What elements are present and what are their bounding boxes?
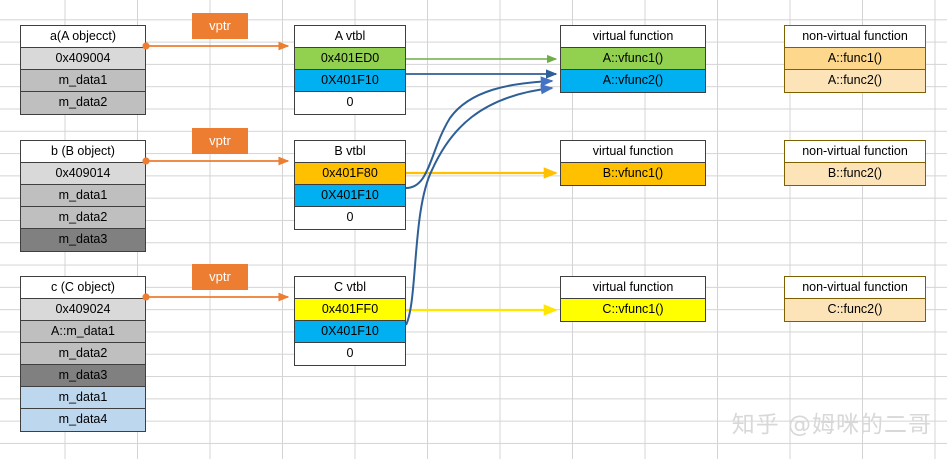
- a-vtbl-slot-0: 0x401ED0: [295, 48, 405, 70]
- non-virtual-function-box-a: non-virtual function A::func1() A::func2…: [784, 25, 926, 93]
- vtable-box-a: A vtbl 0x401ED0 0X401F10 0: [294, 25, 406, 115]
- a-func1-entry: A::func1(): [785, 48, 925, 70]
- a-vtbl-slot-1: 0X401F10: [295, 70, 405, 92]
- a-non-virtual-function-title: non-virtual function: [785, 26, 925, 48]
- c-virtual-function-title: virtual function: [561, 277, 705, 299]
- object-box-c: c (C object) 0x409024 A::m_data1 m_data2…: [20, 276, 146, 432]
- object-b-row-vptr-address: 0x409014: [21, 163, 145, 185]
- object-b-row-m-data3: m_data3: [21, 229, 145, 251]
- vtable-box-b: B vtbl 0x401F80 0X401F10 0: [294, 140, 406, 230]
- object-c-row-m-data4: m_data4: [21, 409, 145, 431]
- a-vtbl-title: A vtbl: [295, 26, 405, 48]
- b-vtbl-slot-1: 0X401F10: [295, 185, 405, 207]
- virtual-function-box-c: virtual function C::vfunc1(): [560, 276, 706, 322]
- vptr-tag-a: vptr: [192, 13, 248, 39]
- object-box-b: b (B object) 0x409014 m_data1 m_data2 m_…: [20, 140, 146, 252]
- b-vfunc1-entry: B::vfunc1(): [561, 163, 705, 185]
- object-c-row-m-data2: m_data2: [21, 343, 145, 365]
- object-a-row-vptr-address: 0x409004: [21, 48, 145, 70]
- virtual-function-box-a: virtual function A::vfunc1() A::vfunc2(): [560, 25, 706, 93]
- b-vtbl-slot-0: 0x401F80: [295, 163, 405, 185]
- object-box-a: a(A objecct) 0x409004 m_data1 m_data2: [20, 25, 146, 115]
- c-non-virtual-function-title: non-virtual function: [785, 277, 925, 299]
- c-vtbl-slot-1: 0X401F10: [295, 321, 405, 343]
- object-c-row-m-data3: m_data3: [21, 365, 145, 387]
- c-vfunc1-entry: C::vfunc1(): [561, 299, 705, 321]
- object-c-title: c (C object): [21, 277, 145, 299]
- b-virtual-function-title: virtual function: [561, 141, 705, 163]
- non-virtual-function-box-c: non-virtual function C::func2(): [784, 276, 926, 322]
- a-vfunc1-entry: A::vfunc1(): [561, 48, 705, 70]
- a-vtbl-slot-2-null: 0: [295, 92, 405, 114]
- a-virtual-function-title: virtual function: [561, 26, 705, 48]
- object-b-row-m-data2: m_data2: [21, 207, 145, 229]
- c-vtbl-slot-2-null: 0: [295, 343, 405, 365]
- b-func2-entry: B::func2(): [785, 163, 925, 185]
- b-vtbl-slot-2-null: 0: [295, 207, 405, 229]
- object-a-row-m-data2: m_data2: [21, 92, 145, 114]
- c-func2-entry: C::func2(): [785, 299, 925, 321]
- a-func2-entry: A::func2(): [785, 70, 925, 92]
- object-c-row-m-data1-derived: m_data1: [21, 387, 145, 409]
- object-a-title: a(A objecct): [21, 26, 145, 48]
- object-b-title: b (B object): [21, 141, 145, 163]
- vptr-tag-c: vptr: [192, 264, 248, 290]
- object-c-row-a-m-data1: A::m_data1: [21, 321, 145, 343]
- non-virtual-function-box-b: non-virtual function B::func2(): [784, 140, 926, 186]
- object-b-row-m-data1: m_data1: [21, 185, 145, 207]
- vptr-tag-b: vptr: [192, 128, 248, 154]
- a-vfunc2-entry: A::vfunc2(): [561, 70, 705, 92]
- c-vtbl-slot-0: 0x401FF0: [295, 299, 405, 321]
- watermark-text: 知乎 @姆咪的二哥: [731, 412, 932, 438]
- object-a-row-m-data1: m_data1: [21, 70, 145, 92]
- c-vtbl-title: C vtbl: [295, 277, 405, 299]
- vtable-box-c: C vtbl 0x401FF0 0X401F10 0: [294, 276, 406, 366]
- object-c-row-vptr-address: 0x409024: [21, 299, 145, 321]
- b-vtbl-title: B vtbl: [295, 141, 405, 163]
- b-non-virtual-function-title: non-virtual function: [785, 141, 925, 163]
- virtual-function-box-b: virtual function B::vfunc1(): [560, 140, 706, 186]
